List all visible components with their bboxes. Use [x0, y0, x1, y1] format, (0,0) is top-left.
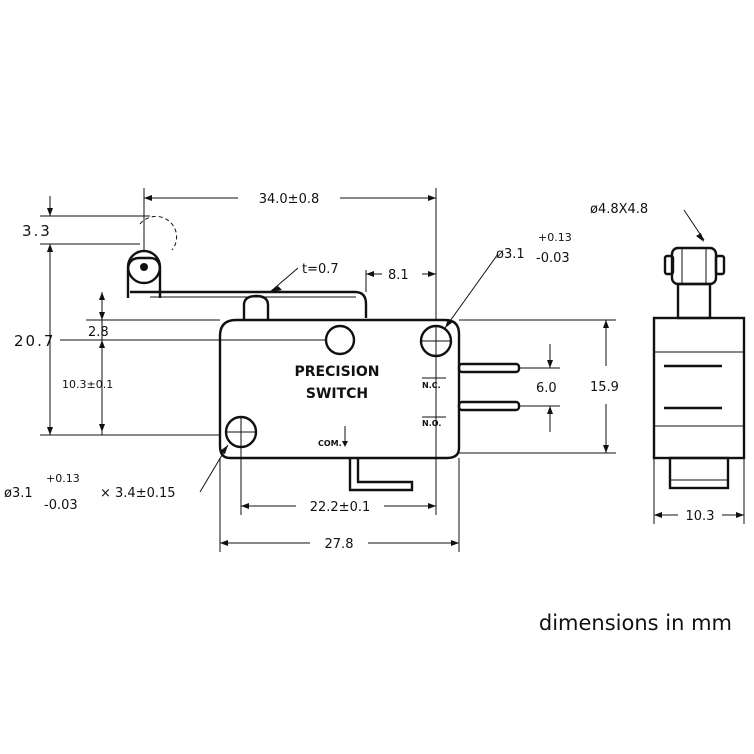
dim-height-total: 20.7: [14, 332, 55, 350]
terminal-no: [457, 400, 521, 412]
units-note: dimensions in mm: [539, 611, 732, 635]
side-body: [652, 316, 746, 460]
terminal-com: [348, 458, 414, 492]
switch-body: [218, 318, 461, 460]
dim-hole-left-tol-minus: -0.03: [44, 498, 78, 513]
dim-overall-length: 34.0±0.8: [259, 192, 320, 207]
dim-body-length: 27.8: [325, 537, 354, 552]
terminal-nc: [457, 362, 521, 374]
dim-hole-height: 10.3±0.1: [62, 378, 113, 391]
dim-plunger: 2.8: [88, 325, 109, 340]
roller-axle: [140, 263, 148, 271]
dim-hole-left-depth: × 3.4±0.15: [100, 486, 176, 501]
lever-arm: [130, 290, 368, 318]
terminal-label-nc: N.C.: [422, 381, 441, 390]
roller: [126, 249, 162, 285]
roller-raised-outline: [139, 215, 178, 251]
dim-lever-tip: 8.1: [388, 268, 409, 283]
dim-lever-thickness: t=0.7: [302, 262, 339, 277]
terminal-label-no: N.O.: [422, 419, 441, 428]
dim-hole-spacing: 22.2±0.1: [310, 500, 371, 515]
front-view: PRECISION SWITCH N.C. N.O. COM. 34.0±0.8…: [4, 188, 619, 552]
side-view: ø4.8X4.8 10.3: [590, 202, 746, 524]
dim-hole-left-main: ø3.1: [4, 486, 33, 501]
side-lever: [676, 282, 712, 320]
mounting-hole-top: [324, 324, 356, 356]
plunger: [242, 294, 270, 320]
dim-roller-size: ø4.8X4.8: [590, 202, 648, 217]
dim-hole-right-tol-minus: -0.03: [536, 251, 570, 266]
dim-hole-left-tol-plus: +0.13: [46, 472, 80, 485]
side-roller: [670, 246, 718, 286]
dim-body-height: 15.9: [590, 380, 619, 395]
brand-line-1: PRECISION: [295, 364, 380, 380]
dim-roller-offset: 3.3: [22, 222, 52, 240]
dim-hole-right-main: ø3.1: [496, 247, 525, 262]
dim-hole-right-tol-plus: +0.13: [538, 231, 572, 244]
dim-side-width: 10.3: [686, 509, 715, 524]
brand-line-2: SWITCH: [306, 386, 368, 402]
terminal-label-com: COM.: [318, 439, 342, 448]
dim-terminal-pitch: 6.0: [536, 381, 557, 396]
